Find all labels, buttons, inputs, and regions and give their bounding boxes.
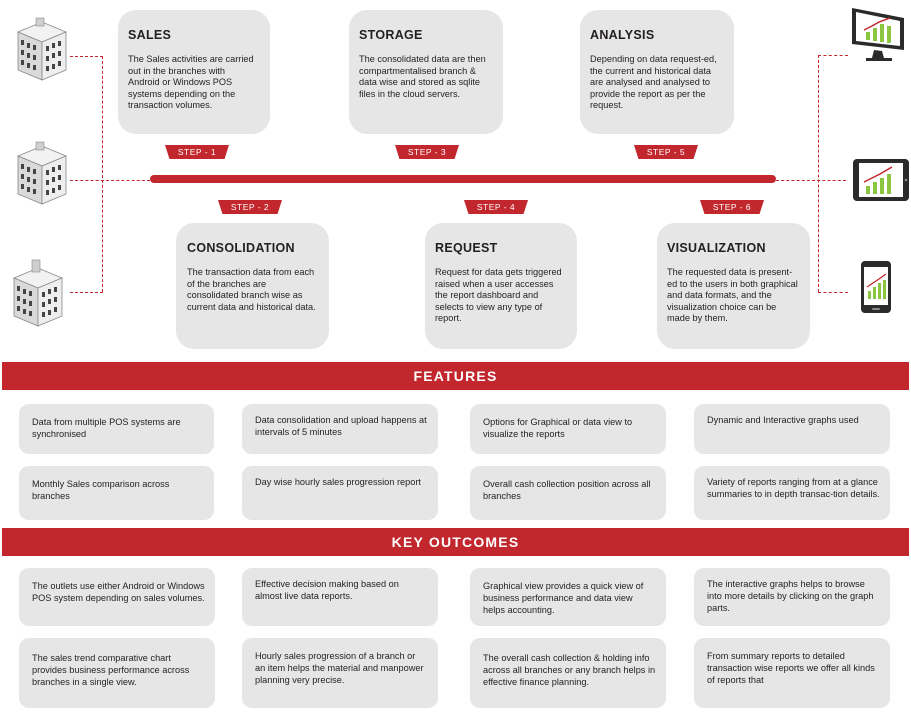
step-card-storage: STORAGE The consolidated data are then c…: [349, 10, 503, 134]
building-icon: [12, 259, 64, 327]
feature-card: Variety of reports ranging from at a gla…: [694, 466, 890, 520]
phone-chart-icon: [861, 261, 891, 313]
feature-card: Options for Graphical or data view to vi…: [470, 404, 666, 454]
outcome-card: Effective decision making based on almos…: [242, 568, 438, 626]
step-description: The transaction data from each of the br…: [187, 267, 316, 312]
step-title: VISUALIZATION: [667, 241, 766, 255]
device-connector-top: [818, 55, 848, 56]
building-icon: [16, 141, 68, 205]
outcome-card: Hourly sales progression of a branch or …: [242, 638, 438, 708]
device-connector-middle: [776, 180, 846, 181]
outcome-card: The outlets use either Android or Window…: [19, 568, 215, 626]
step-title: SALES: [128, 28, 172, 42]
outcome-card: The interactive graphs helps to browse i…: [694, 568, 890, 626]
step-card-sales: SALES The Sales activities are carried o…: [118, 10, 270, 134]
step-description: The consolidated data are then compartme…: [359, 54, 486, 99]
feature-card: Dynamic and Interactive graphs used: [694, 404, 890, 454]
step-tag-2: STEP - 2: [218, 200, 282, 214]
tablet-chart-icon: [853, 159, 909, 201]
branch-connector-bottom: [70, 292, 103, 293]
outcome-card: The sales trend comparative chart provid…: [19, 638, 215, 708]
outcome-card: From summary reports to detailed transac…: [694, 638, 890, 708]
step-title: REQUEST: [435, 241, 498, 255]
step-card-analysis: ANALYSIS Depending on data request-ed, t…: [580, 10, 734, 134]
step-tag-4: STEP - 4: [464, 200, 528, 214]
outcome-card: Graphical view provides a quick view of …: [470, 568, 666, 626]
feature-card: Data from multiple POS systems are synch…: [19, 404, 214, 454]
step-card-request: REQUEST Request for data gets triggered …: [425, 223, 577, 349]
step-title: ANALYSIS: [590, 28, 655, 42]
feature-card: Data consolidation and upload happens at…: [242, 404, 438, 454]
step-title: STORAGE: [359, 28, 423, 42]
branch-connector-top: [70, 56, 103, 57]
step-tag-6: STEP - 6: [700, 200, 764, 214]
features-heading: FEATURES: [2, 362, 909, 390]
step-description: The Sales activities are carried out in …: [128, 54, 254, 111]
device-connector-vertical: [818, 55, 819, 292]
step-tag-3: STEP - 3: [395, 145, 459, 159]
step-description: The requested data is present-ed to the …: [667, 267, 798, 324]
device-connector-bottom: [818, 292, 848, 293]
process-timeline-bar: [150, 175, 776, 183]
branch-connector-middle: [70, 180, 150, 181]
branch-connector-vertical: [102, 56, 103, 292]
step-tag-1: STEP - 1: [165, 145, 229, 159]
step-title: CONSOLIDATION: [187, 241, 295, 255]
step-tag-5: STEP - 5: [634, 145, 698, 159]
outcomes-heading: KEY OUTCOMES: [2, 528, 909, 556]
building-icon: [16, 17, 68, 81]
feature-card: Overall cash collection position across …: [470, 466, 666, 520]
monitor-chart-icon: [852, 8, 904, 61]
feature-card: Monthly Sales comparison across branches: [19, 466, 214, 520]
outcome-card: The overall cash collection & holding in…: [470, 638, 666, 708]
step-description: Depending on data request-ed, the curren…: [590, 54, 717, 111]
feature-card: Day wise hourly sales progression report: [242, 466, 438, 520]
step-description: Request for data gets triggered raised w…: [435, 267, 562, 324]
step-card-consolidation: CONSOLIDATION The transaction data from …: [176, 223, 329, 349]
step-card-visualization: VISUALIZATION The requested data is pres…: [657, 223, 810, 349]
